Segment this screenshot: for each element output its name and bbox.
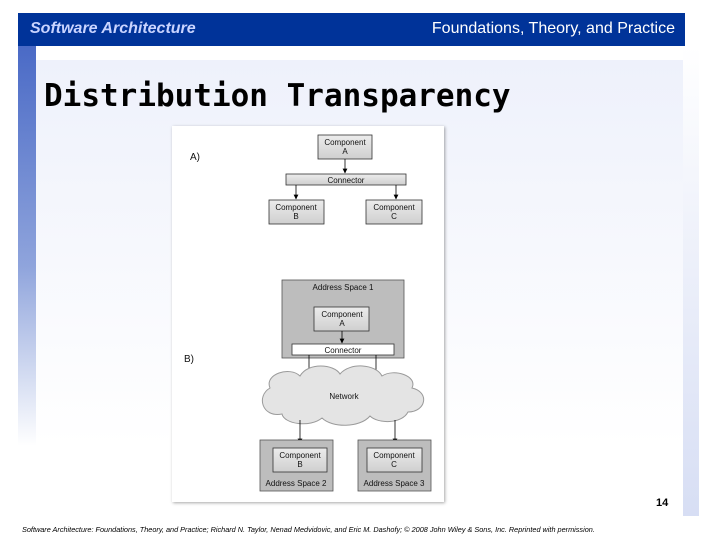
b-component-b — [272, 447, 328, 473]
b-component-a-line1: Component — [321, 310, 363, 319]
a-connector: Connector — [285, 173, 407, 186]
diagram-svg: A) Component A Connector Component B Com… — [184, 134, 432, 492]
a-component-a-line1: Component — [324, 138, 366, 147]
b-component-c — [366, 447, 423, 473]
a-component-a-line2: A — [342, 147, 348, 156]
address-space-1-label: Address Space 1 — [313, 283, 374, 292]
page-number: 14 — [656, 497, 669, 509]
b-component-b-line2: B — [297, 460, 302, 469]
slide-title: Distribution Transparency — [44, 78, 511, 114]
a-component-c-line2: C — [391, 212, 397, 221]
b-component-a: Component A — [313, 306, 370, 332]
a-component-b: Component B — [268, 199, 325, 225]
b-connector: Connector — [291, 343, 395, 356]
a-component-a: Component A — [317, 134, 373, 160]
b-component-b-line1: Component — [279, 451, 321, 460]
address-space-3-label: Address Space 3 — [364, 479, 425, 488]
address-space-2: Component B Address Space 2 — [259, 439, 334, 492]
a-component-c-line1: Component — [373, 203, 415, 212]
network-cloud: Network — [261, 365, 424, 426]
distribution-diagram: A) Component A Connector Component B Com… — [172, 126, 444, 502]
a-connector-label: Connector — [328, 176, 365, 185]
part-b-label: B) — [184, 354, 194, 365]
b-component-a-line2: A — [339, 319, 345, 328]
a-component-b-line1: Component — [275, 203, 317, 212]
address-space-3: Component C Address Space 3 — [357, 439, 432, 492]
b-component-c-line2: C — [391, 460, 397, 469]
right-accent-bar — [683, 46, 699, 516]
part-a-label: A) — [190, 152, 200, 163]
footer-citation: Software Architecture: Foundations, Theo… — [22, 525, 595, 534]
network-label: Network — [329, 392, 359, 401]
left-accent-bar — [18, 46, 36, 446]
b-component-c-line1: Component — [373, 451, 415, 460]
b-connector-label: Connector — [325, 346, 362, 355]
header-right-title: Foundations, Theory, and Practice — [431, 20, 675, 37]
a-component-c: Component C — [365, 199, 423, 225]
header-left-title: Software Architecture — [30, 20, 196, 37]
address-space-2-label: Address Space 2 — [266, 479, 327, 488]
header-bar: Software Architecture Foundations, Theor… — [18, 13, 685, 46]
a-component-b-line2: B — [293, 212, 298, 221]
